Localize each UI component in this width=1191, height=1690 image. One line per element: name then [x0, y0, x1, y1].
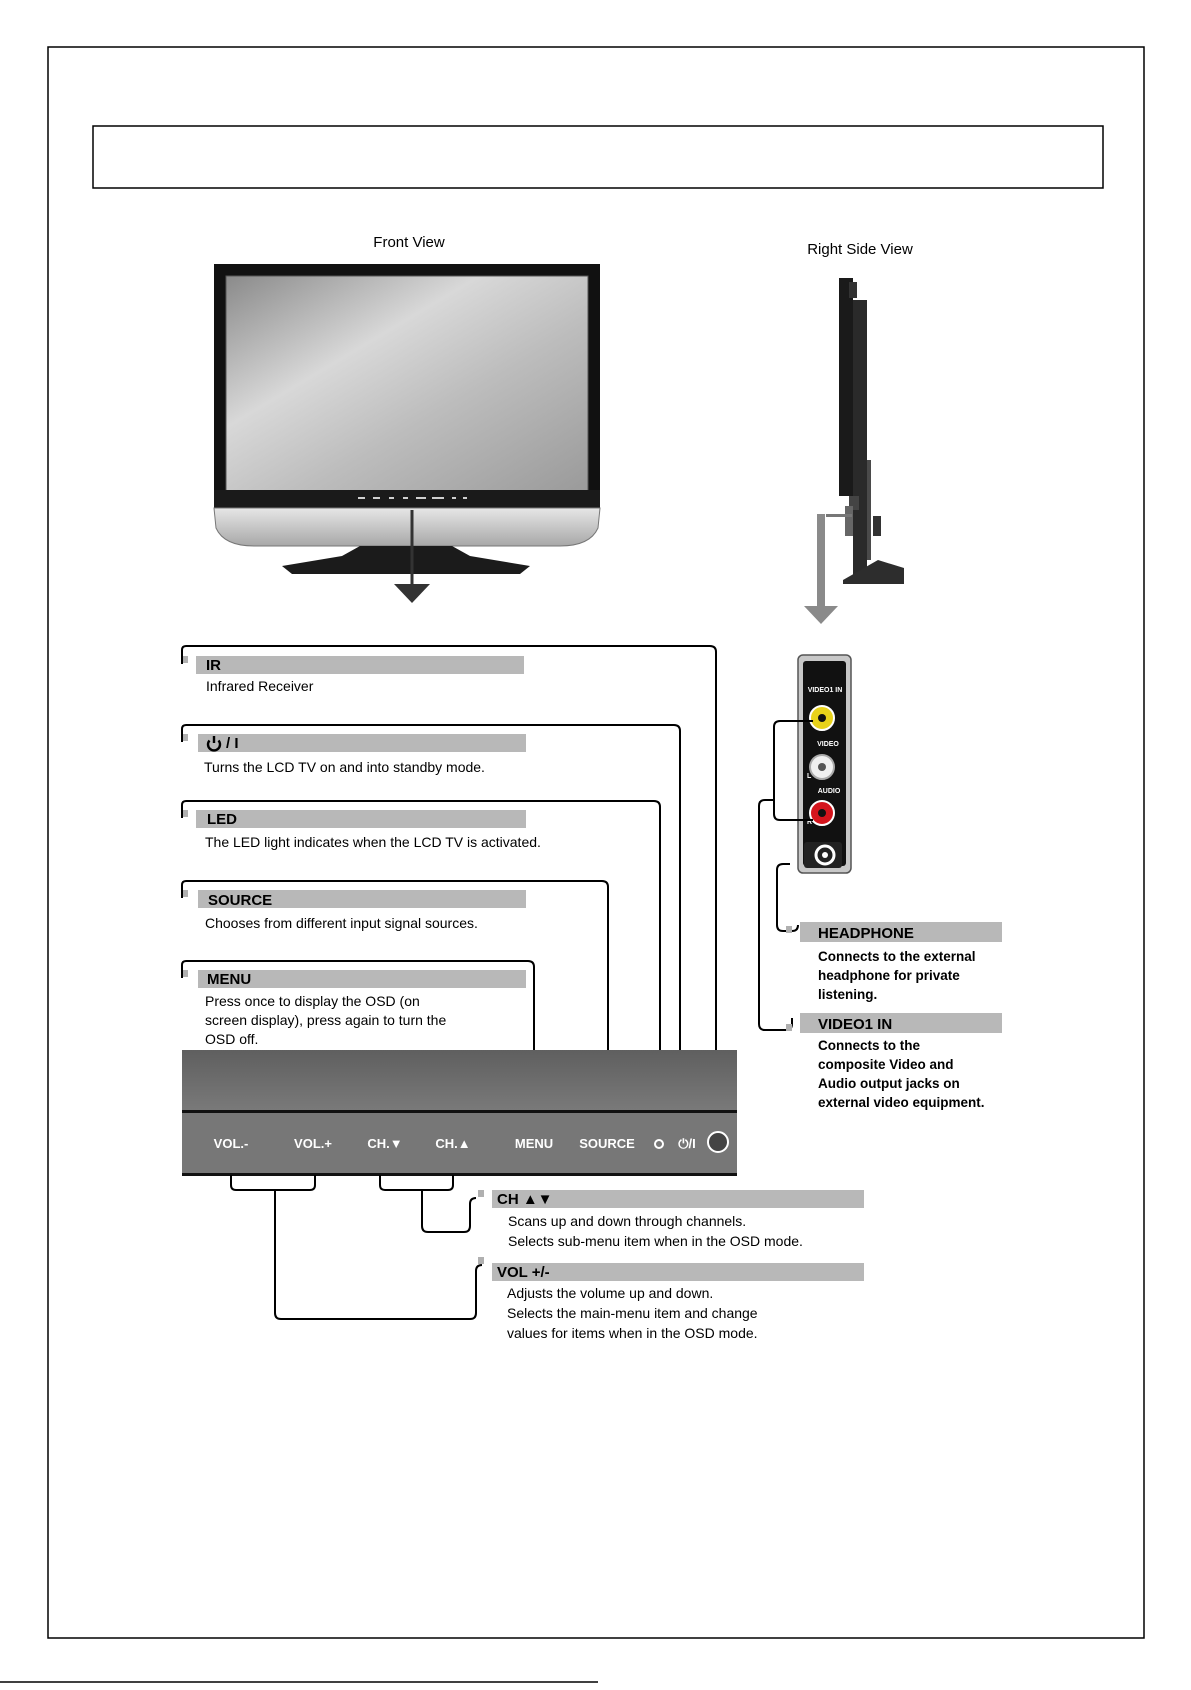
callout-headphone-title: HEADPHONE	[818, 925, 914, 942]
callout-vol-desc-line1: Adjusts the volume up and down.	[507, 1285, 713, 1301]
callout-power-desc: Turns the LCD TV on and into standby mod…	[204, 759, 485, 775]
side-view-label: Right Side View	[807, 241, 913, 258]
callout-ir-desc: Infrared Receiver	[206, 678, 314, 694]
callout-ch: CH ▲▼ Scans up and down through channels…	[478, 1190, 864, 1249]
callout-video1-desc-line2: composite Video and	[818, 1057, 954, 1072]
jack-label-audio: AUDIO	[818, 788, 841, 795]
title-box	[92, 125, 1104, 189]
front-view-label: Front View	[373, 234, 445, 251]
tv-side-illustration	[804, 278, 904, 624]
callout-menu: MENU Press once to display the OSD (on s…	[182, 970, 526, 1047]
callout-menu-desc-line1: Press once to display the OSD (on	[205, 993, 420, 1009]
jack-panel: VIDEO1 IN VIDEO L AUDIO R	[797, 654, 852, 874]
panel-button-ch-up: CH.▲	[435, 1136, 470, 1151]
callout-source-title: SOURCE	[208, 892, 272, 909]
page-border	[47, 46, 1145, 1639]
callout-vol-desc-line3: values for items when in the OSD mode.	[507, 1325, 758, 1341]
callout-vol-title: VOL +/-	[497, 1264, 550, 1281]
callout-ir-title: IR	[206, 657, 221, 674]
callout-menu-desc-line3: OSD off.	[205, 1031, 258, 1047]
callout-led: LED The LED light indicates when the LCD…	[182, 810, 541, 850]
callout-power: / I Turns the LCD TV on and into standby…	[182, 734, 526, 775]
headphone-jack	[814, 844, 836, 866]
led-indicator	[654, 1139, 664, 1149]
callout-headphone-desc-line3: listening.	[818, 987, 877, 1002]
callout-power-title: / I	[226, 735, 239, 752]
callout-source: SOURCE Chooses from different input sign…	[182, 890, 526, 931]
panel-button-source: SOURCE	[579, 1136, 635, 1151]
callout-vol: VOL +/- Adjusts the volume up and down. …	[478, 1257, 864, 1341]
power-icon	[206, 736, 222, 752]
callout-video1-desc-line1: Connects to the	[818, 1038, 920, 1053]
callout-led-title: LED	[207, 811, 237, 828]
callout-menu-desc-line2: screen display), press again to turn the	[205, 1012, 446, 1028]
callout-ch-desc-line1: Scans up and down through channels.	[508, 1213, 746, 1229]
jack-label-left: L	[807, 773, 812, 780]
jack-label-right: R	[807, 819, 812, 826]
callout-led-desc: The LED light indicates when the LCD TV …	[205, 834, 541, 850]
panel-button-vol-up: VOL.+	[294, 1136, 332, 1151]
callout-video1-in: VIDEO1 IN Connects to the composite Vide…	[786, 1013, 1002, 1110]
bottom-bracket-lines	[230, 1175, 483, 1320]
jack-label-video: VIDEO	[817, 741, 839, 748]
callout-headphone: HEADPHONE Connects to the external headp…	[786, 922, 1002, 1002]
panel-button-power: ⏻/I	[678, 1136, 696, 1151]
callout-video1-desc-line4: external video equipment.	[818, 1095, 985, 1110]
callout-source-desc: Chooses from different input signal sour…	[205, 915, 478, 931]
control-panel: VOL.- VOL.+ CH.▼ CH.▲ MENU SOURCE ⏻/I	[182, 1050, 737, 1176]
callout-video1-desc-line3: Audio output jacks on	[818, 1076, 960, 1091]
callout-vol-desc-line2: Selects the main-menu item and change	[507, 1305, 758, 1321]
callout-video1-title: VIDEO1 IN	[818, 1016, 892, 1033]
panel-button-menu: MENU	[515, 1136, 553, 1151]
jack-panel-header: VIDEO1 IN	[808, 687, 843, 694]
callout-ch-desc-line2: Selects sub-menu item when in the OSD mo…	[508, 1233, 803, 1249]
callout-ch-title: CH ▲▼	[497, 1191, 553, 1208]
panel-button-ch-down: CH.▼	[367, 1136, 402, 1151]
ir-receiver	[707, 1131, 729, 1153]
callout-headphone-desc-line2: headphone for private	[818, 968, 960, 983]
callout-headphone-desc-line1: Connects to the external	[818, 949, 976, 964]
callout-menu-title: MENU	[207, 971, 251, 988]
panel-button-vol-down: VOL.-	[214, 1136, 249, 1151]
callout-connector-lines	[181, 645, 717, 1134]
callout-ir: IR Infrared Receiver	[182, 656, 524, 694]
tv-front-illustration	[213, 264, 601, 603]
